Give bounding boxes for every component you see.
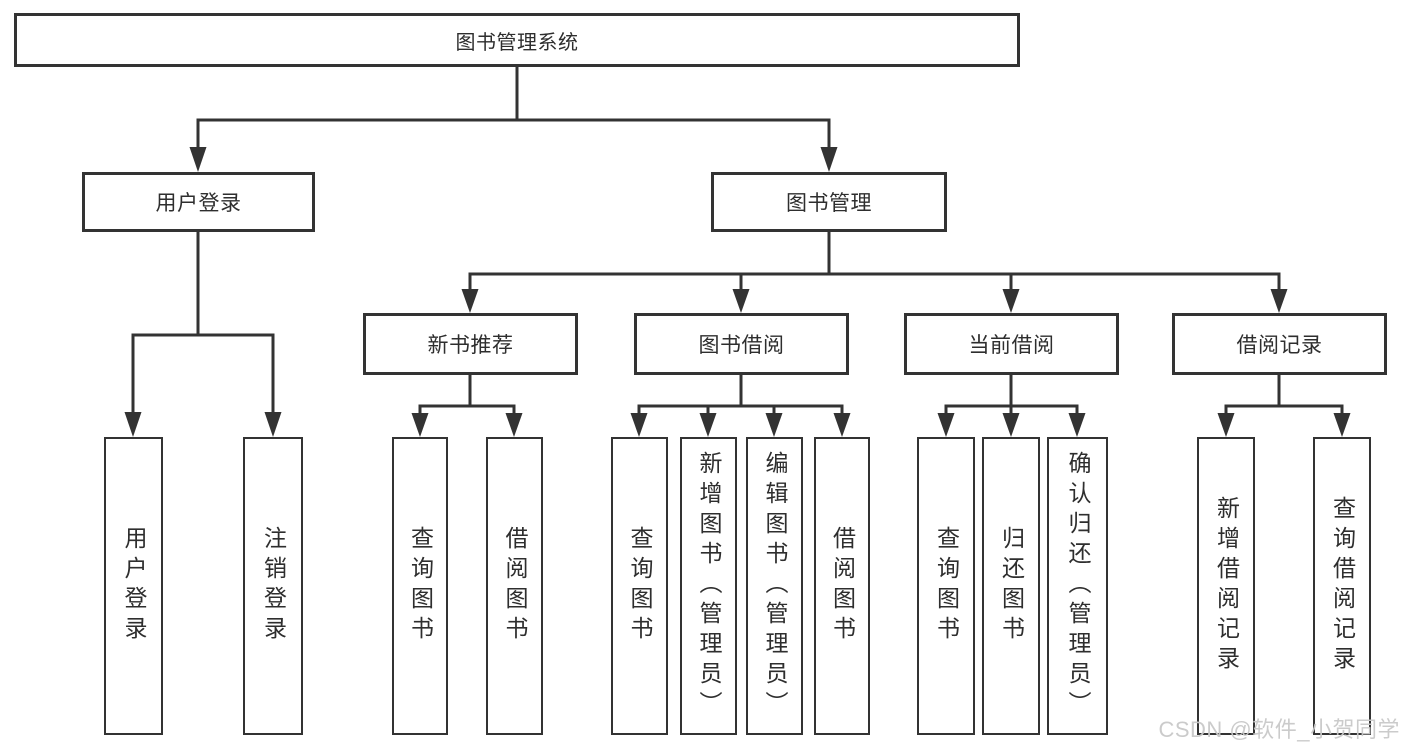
leaf-borrow-borrow-books: 借阅图书 bbox=[814, 437, 870, 735]
leaf-borrow-query-books: 查询图书 bbox=[611, 437, 668, 735]
leaf-borrow-edit-books-admin: 编辑图书（管理员） bbox=[746, 437, 803, 735]
watermark: CSDN @软件_小贺同学 bbox=[1158, 717, 1400, 742]
leaf-records-add-record: 新增借阅记录 bbox=[1197, 437, 1255, 735]
connector-new-book-recommend-children bbox=[411, 373, 523, 437]
leaf-current-query-books: 查询图书 bbox=[917, 437, 975, 735]
node-borrow-records: 借阅记录 bbox=[1172, 313, 1387, 375]
connector-current-borrow-children bbox=[937, 373, 1086, 437]
leaf-current-confirm-return-admin: 确认归还（管理员） bbox=[1047, 437, 1108, 735]
leaf-borrow-add-books-admin: 新增图书（管理员） bbox=[680, 437, 737, 735]
connector-borrow-records-children bbox=[1217, 373, 1351, 437]
node-current-borrow: 当前借阅 bbox=[904, 313, 1119, 375]
leaf-records-query-record: 查询借阅记录 bbox=[1313, 437, 1371, 735]
leaf-recommend-query-books: 查询图书 bbox=[392, 437, 448, 735]
node-book-management: 图书管理 bbox=[711, 172, 947, 232]
node-new-book-recommend: 新书推荐 bbox=[363, 313, 578, 375]
connector-root-to-level2 bbox=[189, 65, 838, 172]
leaf-user-login: 用户登录 bbox=[104, 437, 163, 735]
node-root: 图书管理系统 bbox=[14, 13, 1020, 67]
node-user-login: 用户登录 bbox=[82, 172, 315, 232]
leaf-current-return-books: 归还图书 bbox=[982, 437, 1040, 735]
node-book-borrow: 图书借阅 bbox=[634, 313, 849, 375]
connector-book-borrow-children bbox=[630, 373, 851, 437]
leaf-recommend-borrow-books: 借阅图书 bbox=[486, 437, 543, 735]
connector-book-management-children bbox=[461, 230, 1288, 313]
connector-user-login-children bbox=[124, 230, 282, 437]
leaf-logout: 注销登录 bbox=[243, 437, 303, 735]
